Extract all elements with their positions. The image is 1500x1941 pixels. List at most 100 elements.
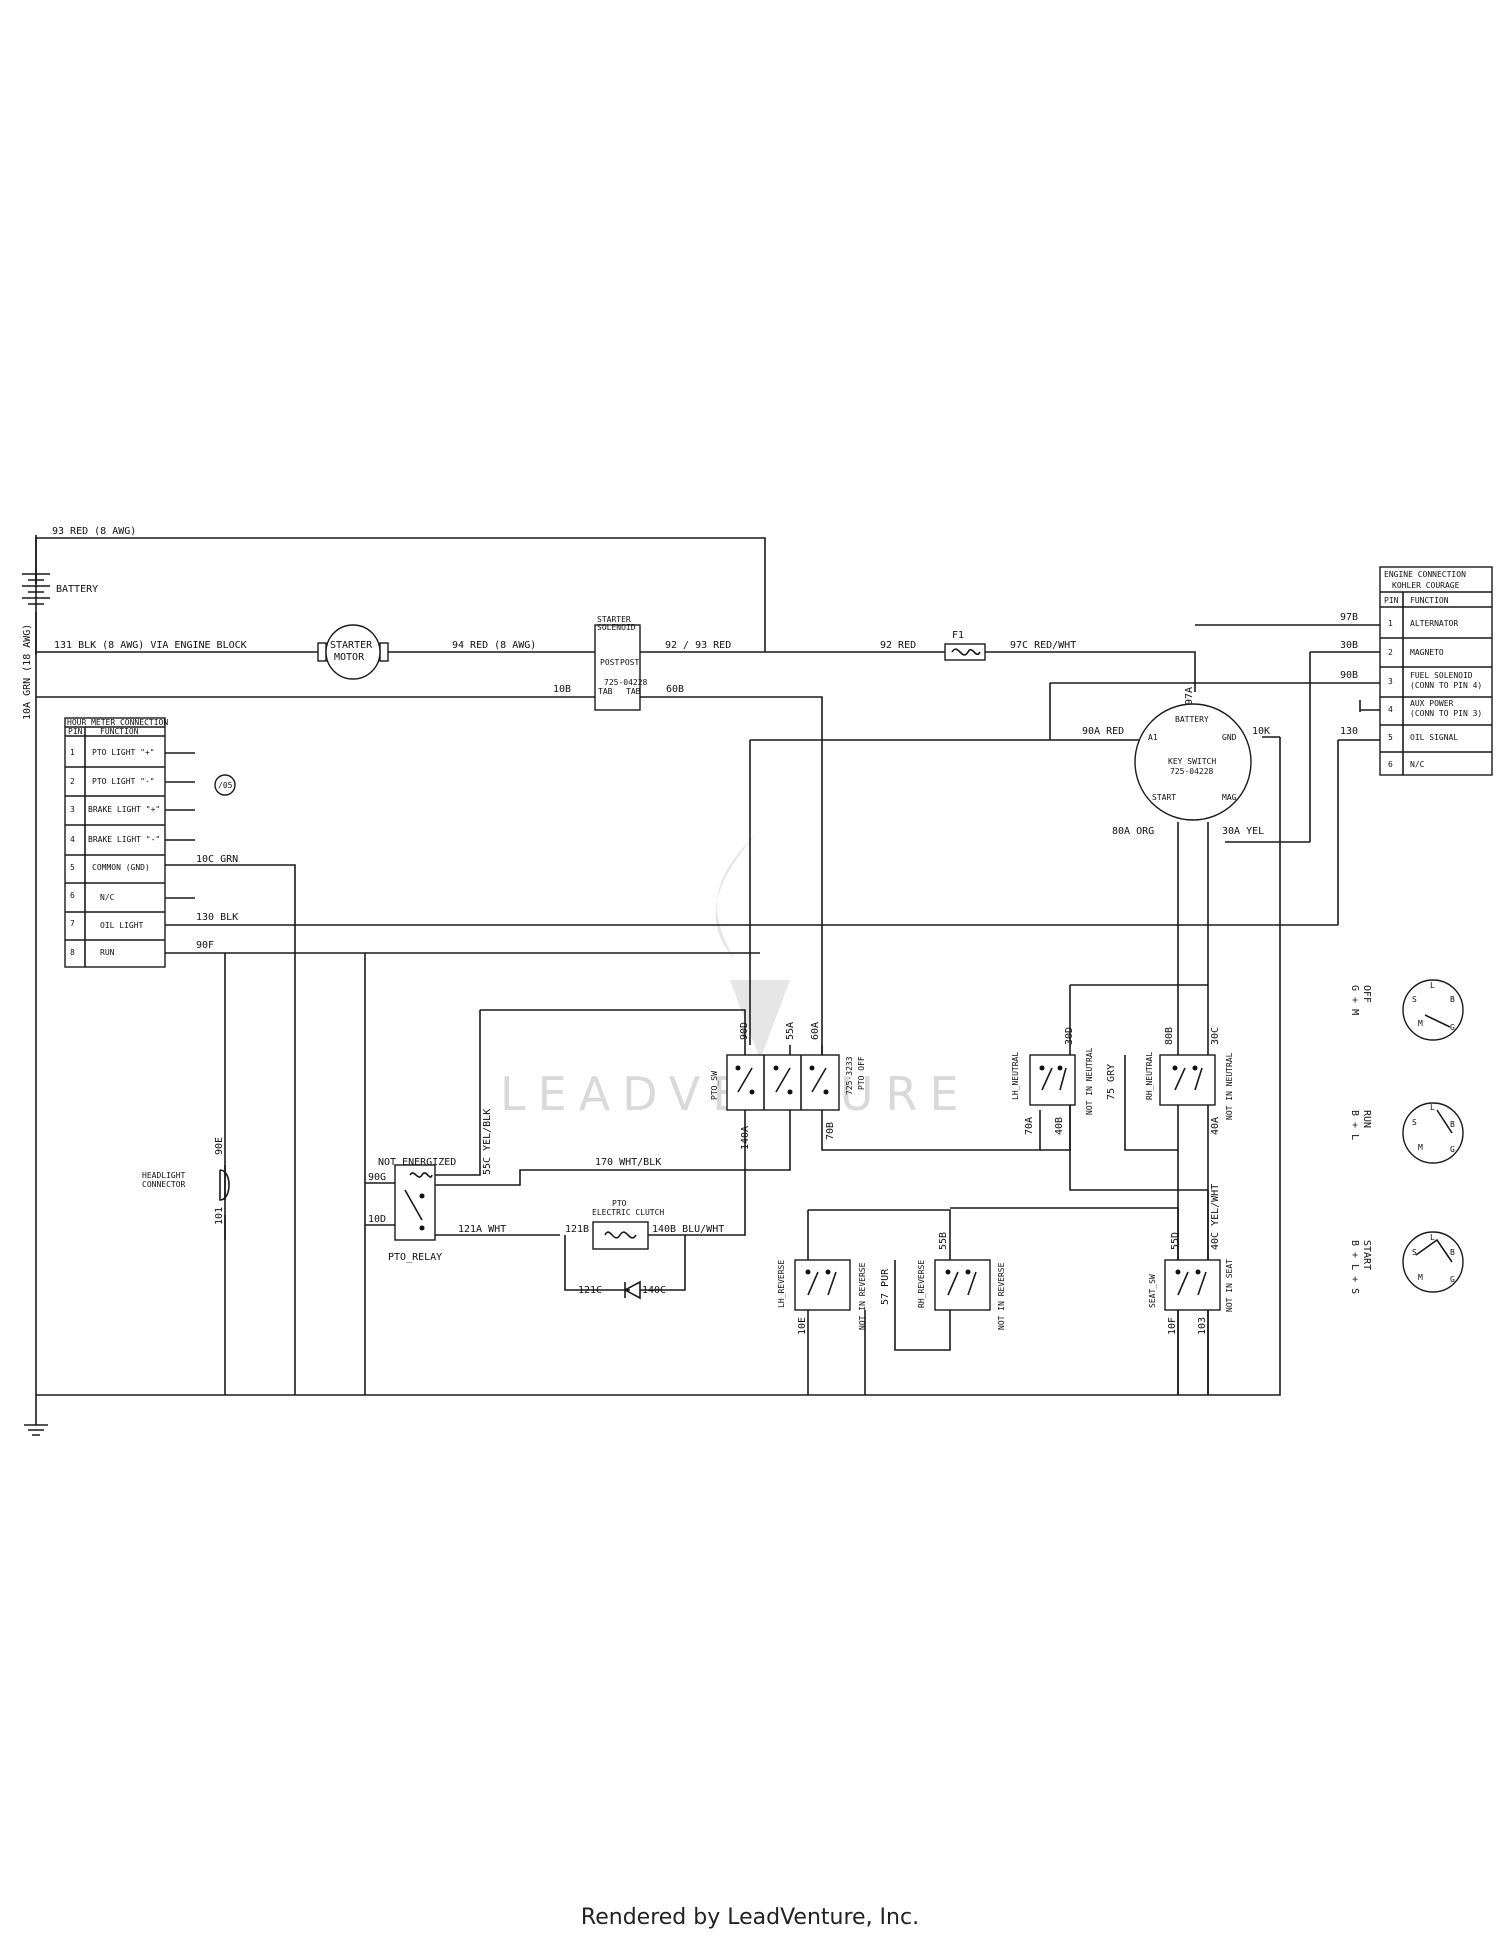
- hour-meter-row-function: BRAKE LIGHT "+": [88, 805, 160, 814]
- starter-solenoid: STARTER SOLENOID POST POST 725-04228 TAB…: [594, 615, 648, 711]
- wire-label: 90G: [368, 1172, 386, 1183]
- key-letter-g: G: [1450, 1023, 1455, 1032]
- lh-not-in-reverse: NOT IN REVERSE: [858, 1262, 867, 1330]
- wire-label: 103: [1197, 1317, 1208, 1335]
- lh-reverse-label: LH_REVERSE: [777, 1260, 786, 1308]
- hour-meter-row-function: COMMON (GND): [92, 863, 150, 872]
- not-energized-label: NOT ENERGIZED: [378, 1157, 456, 1168]
- key-position-combo: B + L + S: [1349, 1240, 1360, 1294]
- starter-motor-label-1: STARTER: [330, 640, 373, 651]
- hour-meter-header-function: FUNCTION: [100, 727, 139, 736]
- pto-clutch-label-2: ELECTRIC CLUTCH: [592, 1208, 664, 1217]
- pto-clutch-label-1: PTO: [612, 1199, 627, 1208]
- hour-meter-row-pin: 4: [70, 835, 75, 844]
- rh-reverse-switch: RH_REVERSE NOT IN REVERSE: [917, 1259, 1006, 1330]
- key-gnd-label: GND: [1222, 733, 1237, 742]
- engine-table-header-pin: PIN: [1384, 596, 1399, 605]
- rh-neutral-switch: RH_NEUTRAL NOT IN NEUTRAL: [1145, 1052, 1234, 1120]
- starter-motor: STARTER MOTOR: [317, 624, 389, 680]
- wire-label: 70B: [825, 1122, 836, 1140]
- battery-symbol: BATTERY: [22, 573, 98, 605]
- hour-meter-row-pin: 2: [70, 777, 75, 786]
- wire-label: 90E: [214, 1137, 225, 1155]
- ground-icon: [24, 1395, 48, 1436]
- fuse-f1: F1: [944, 630, 986, 661]
- wire-label: 60B: [666, 684, 684, 695]
- key-position-name: RUN: [1361, 1110, 1372, 1128]
- engine-connection-table: ENGINE CONNECTION KOHLER COURAGE PIN FUN…: [1379, 566, 1493, 776]
- wire-label: 10E: [797, 1317, 808, 1335]
- key-letter-l: L: [1430, 1103, 1435, 1112]
- hour-meter-title: HOUR METER CONNECTION: [67, 718, 168, 727]
- pto-relay-label: PTO_RELAY: [388, 1252, 442, 1263]
- lh-neutral-switch: LH_NEUTRAL NOT IN NEUTRAL: [1011, 1047, 1094, 1115]
- solenoid-label-1: STARTER: [597, 615, 631, 624]
- wire-label: 97A: [1184, 687, 1195, 705]
- wire-label: 10C GRN: [196, 854, 238, 865]
- headlight-label-2: CONNECTOR: [142, 1180, 186, 1189]
- wire-label: 55C YEL/BLK: [482, 1109, 493, 1175]
- wire-label: 131 BLK (8 AWG) VIA ENGINE BLOCK: [54, 640, 247, 651]
- seat-switch: SEAT_SW NOT IN SEAT: [1148, 1259, 1234, 1312]
- wire-label: 170 WHT/BLK: [595, 1157, 661, 1168]
- wire-label: 10D: [368, 1214, 386, 1225]
- pto-sw-part: 725-3233: [845, 1056, 854, 1095]
- key-a1-label: A1: [1148, 733, 1158, 742]
- hour-meter-row-pin: 1: [70, 748, 75, 757]
- wire-label: 30A YEL: [1222, 826, 1264, 837]
- hour-meter-row-function: RUN: [100, 948, 115, 957]
- hour-meter-row-function: N/C: [100, 893, 115, 902]
- engine-table-row-function: ALTERNATOR: [1410, 619, 1458, 628]
- wire-label: 10A GRN (18 AWG): [22, 624, 33, 720]
- seat-sw-label: SEAT_SW: [1148, 1274, 1157, 1308]
- wire-label: 55B: [938, 1232, 949, 1250]
- rh-not-in-reverse: NOT IN REVERSE: [997, 1262, 1006, 1330]
- lh-not-in-neutral: NOT IN NEUTRAL: [1085, 1047, 1094, 1115]
- engine-table-title-1: ENGINE CONNECTION: [1384, 570, 1466, 579]
- wire-label: 30C: [1210, 1027, 1221, 1045]
- wire-label: 140C: [642, 1285, 666, 1296]
- wire-label: 90F: [196, 940, 214, 951]
- wire-label: 90B: [1340, 670, 1358, 681]
- wire-label: 40C YEL/WHT: [1210, 1184, 1221, 1250]
- key-position-combo: G + M: [1349, 985, 1360, 1015]
- engine-table-row-pin: 6: [1388, 760, 1393, 769]
- wire-label: 60A: [810, 1022, 821, 1040]
- lh-reverse-switch: LH_REVERSE NOT IN REVERSE: [777, 1259, 867, 1330]
- engine-table-row-function: MAGNETO: [1410, 648, 1444, 657]
- wire-label: 30B: [1340, 640, 1358, 651]
- wire-label: 94 RED (8 AWG): [452, 640, 536, 651]
- hour-meter-row-pin: 3: [70, 805, 75, 814]
- engine-table-row-note: (CONN TO PIN 4): [1410, 681, 1482, 690]
- wire-label: 140A: [740, 1126, 751, 1150]
- key-battery-label: BATTERY: [1175, 715, 1209, 724]
- engine-table-row-pin: 5: [1388, 733, 1393, 742]
- not-in-seat-label: NOT IN SEAT: [1225, 1259, 1234, 1312]
- wire-label: 55D: [1170, 1232, 1181, 1250]
- key-start-label: START: [1152, 793, 1176, 802]
- wire-label: 80A ORG: [1112, 826, 1154, 837]
- hour-meter-row-function: BRAKE LIGHT "-": [88, 835, 160, 844]
- key-letter-b: B: [1450, 1120, 1455, 1129]
- wire-label: 92 / 93 RED: [665, 640, 731, 651]
- wire-label: 80B: [1164, 1027, 1175, 1045]
- wire-labels: 93 RED (8 AWG) 131 BLK (8 AWG) VIA ENGIN…: [22, 526, 1358, 1335]
- wire-label: 10K: [1252, 726, 1270, 737]
- engine-table-row-pin: 4: [1388, 705, 1393, 714]
- circle-marker-label: /05: [218, 781, 233, 790]
- solenoid-post-a: POST: [600, 658, 619, 667]
- headlight-connector: HEADLIGHT CONNECTOR: [142, 1169, 230, 1201]
- wire-label: 97B: [1340, 612, 1358, 623]
- key-letter-g: G: [1450, 1275, 1455, 1284]
- engine-table-row-function: AUX POWER: [1410, 699, 1454, 708]
- engine-table-row-function: FUEL SOLENOID: [1410, 671, 1473, 680]
- wire-label: 92 RED: [880, 640, 916, 651]
- pto-off-label: PTO OFF: [857, 1056, 866, 1090]
- rh-not-in-neutral: NOT IN NEUTRAL: [1225, 1052, 1234, 1120]
- key-mag-label: MAG: [1222, 793, 1237, 802]
- wire-label: 130: [1340, 726, 1358, 737]
- key-letter-l: L: [1430, 1233, 1435, 1242]
- hour-meter-table: HOUR METER CONNECTION PIN FUNCTION 1 PTO…: [64, 717, 168, 968]
- circle-marker: /05: [214, 774, 236, 796]
